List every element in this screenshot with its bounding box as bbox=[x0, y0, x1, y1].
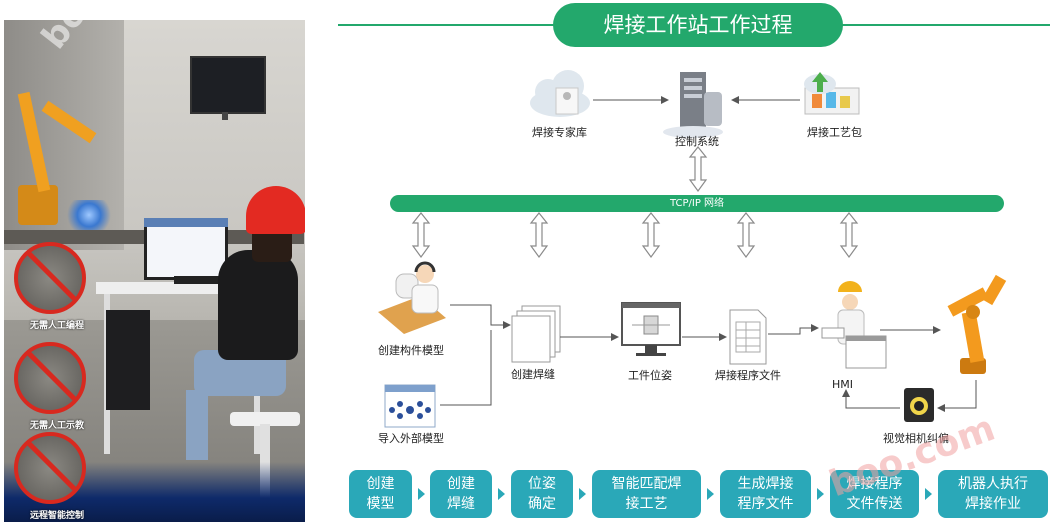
step-arrows bbox=[418, 488, 932, 500]
create-model-label: 创建构件模型 bbox=[378, 344, 444, 357]
step-label: 位姿 确定 bbox=[528, 476, 556, 512]
badge-remote-control: 远程智能控制 bbox=[14, 432, 94, 521]
badge-circle bbox=[14, 432, 86, 504]
arrow bbox=[842, 389, 900, 409]
hard-hat bbox=[246, 186, 305, 234]
workpiece-pose-label: 工件位姿 bbox=[628, 369, 672, 382]
connector bbox=[440, 330, 492, 406]
welding-spark bbox=[64, 200, 114, 230]
stool-seat bbox=[230, 412, 300, 426]
step-label: 焊接程序 文件传送 bbox=[846, 476, 903, 512]
operator-body bbox=[218, 250, 298, 360]
step-label: 创建 焊缝 bbox=[447, 476, 475, 512]
pc-tower bbox=[106, 310, 150, 410]
step-generate-program: 生成焊接 程序文件 bbox=[720, 470, 811, 518]
hmi-operator-icon bbox=[821, 281, 887, 369]
badge-circle bbox=[14, 242, 86, 314]
process-pack-label: 焊接工艺包 bbox=[807, 126, 862, 139]
operator-shin bbox=[186, 390, 208, 460]
arrow bbox=[768, 324, 819, 335]
network-label: TCP/IP 网络 bbox=[669, 198, 725, 209]
badge-caption: 无需人工示教 bbox=[29, 421, 84, 431]
step-transfer-program: 焊接程序 文件传送 bbox=[830, 470, 919, 518]
import-window-icon bbox=[384, 384, 436, 428]
step-robot-welding: 机器人执行 焊接作业 bbox=[938, 470, 1048, 518]
arrow bbox=[937, 380, 977, 412]
step-match-process: 智能匹配焊 接工艺 bbox=[592, 470, 701, 518]
badge-no-teaching: 无需人工示教 bbox=[14, 342, 94, 431]
wall-monitor bbox=[190, 56, 266, 114]
weld-seam-documents-icon bbox=[511, 305, 561, 363]
step-label: 机器人执行 焊接作业 bbox=[958, 476, 1028, 512]
badge-caption: 无需人工编程 bbox=[29, 321, 84, 331]
step-pose: 位姿 确定 bbox=[511, 470, 573, 518]
cloud-icon bbox=[530, 70, 590, 117]
create-weld-label: 创建焊缝 bbox=[511, 368, 555, 381]
step-label: 生成焊接 程序文件 bbox=[737, 476, 794, 512]
program-file-icon bbox=[729, 309, 767, 365]
arrow bbox=[450, 304, 511, 329]
step-create-weld: 创建 焊缝 bbox=[430, 470, 492, 518]
vision-label: 视觉相机纠偏 bbox=[883, 432, 949, 445]
expert-db-label: 焊接专家库 bbox=[532, 126, 587, 139]
badge-no-programming: 无需人工编程 bbox=[14, 242, 94, 331]
badge-caption: 远程智能控制 bbox=[29, 511, 84, 521]
page-title: 焊接工作站工作过程 bbox=[553, 3, 843, 47]
package-icon bbox=[804, 72, 860, 115]
control-system-label: 控制系统 bbox=[675, 135, 719, 148]
wall-monitor-mount bbox=[222, 112, 228, 120]
step-label: 创建 模型 bbox=[366, 476, 395, 512]
robot-arm-icon bbox=[947, 274, 1007, 374]
tcp-ip-network-bar: TCP/IP 网络 bbox=[390, 195, 1004, 212]
double-arrow-icon bbox=[411, 146, 859, 259]
workstation-photo: boo.com 无需人工编程 无需人工示教 远程智能控制 bbox=[4, 20, 305, 522]
import-model-label: 导入外部模型 bbox=[378, 432, 444, 445]
badge-circle bbox=[14, 342, 86, 414]
workpiece-pose-monitor-icon bbox=[621, 302, 681, 356]
pc-monitor-titlebar bbox=[144, 218, 228, 227]
vision-camera-icon bbox=[904, 388, 934, 422]
step-create-model: 创建 模型 bbox=[349, 470, 412, 518]
hmi-label: HMI bbox=[832, 378, 854, 391]
step-label: 智能匹配焊 接工艺 bbox=[611, 476, 682, 512]
server-icon bbox=[663, 72, 723, 138]
keyboard bbox=[174, 276, 234, 284]
program-file-label: 焊接程序文件 bbox=[715, 369, 781, 382]
designer-icon bbox=[378, 261, 446, 334]
